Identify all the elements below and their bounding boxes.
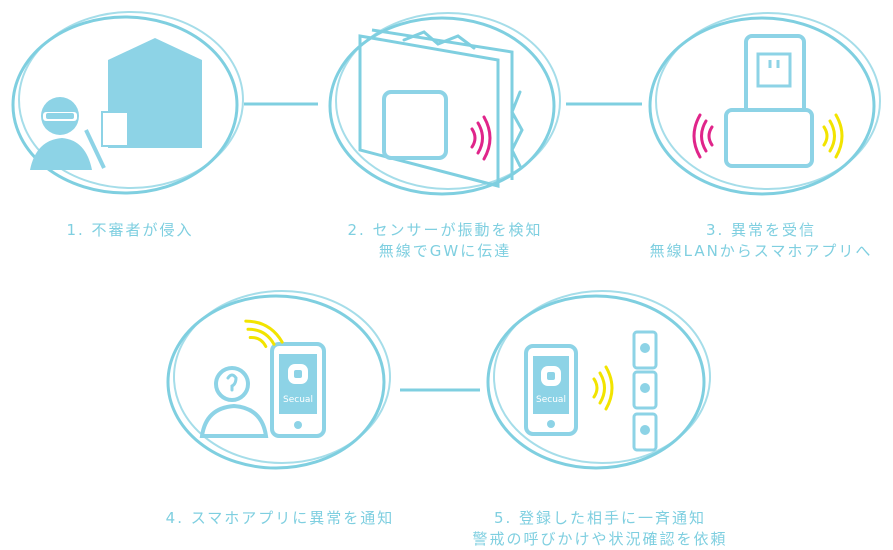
signal-icon-yellow <box>592 365 614 411</box>
step-1-caption: 1. 不審者が侵入 <box>20 220 240 241</box>
step-2-illustration <box>328 12 561 196</box>
user-icon <box>199 366 269 438</box>
step-5-illustration: Secual <box>486 290 711 470</box>
step-3-caption: 3. 異常を受信 無線LANからスマホアプリへ <box>630 220 892 262</box>
step-1-circle <box>11 15 239 195</box>
recipient-phone-3 <box>632 412 658 452</box>
app-label: Secual <box>283 395 313 405</box>
step-5-line-2: 警戒の呼びかけや状況確認を依頼 <box>472 530 728 548</box>
signal-icon-pink <box>470 115 492 161</box>
recipient-phone-icons <box>632 330 658 452</box>
signal-icon-pink <box>692 113 714 159</box>
vibration-icon-side <box>510 90 524 168</box>
sensor-device <box>382 90 448 160</box>
house-icon <box>108 38 202 148</box>
step-4-caption: 4. スマホアプリに異常を通知 <box>135 508 425 529</box>
step-5-caption: 5. 登録した相手に一斉通知 警戒の呼びかけや状況確認を依頼 <box>440 508 760 550</box>
step-3-line-2: 無線LANからスマホアプリへ <box>649 242 873 260</box>
step-3-line-1: 3. 異常を受信 <box>705 221 817 239</box>
recipient-phone-1 <box>632 330 658 370</box>
connector-lines <box>244 102 642 392</box>
step-2-caption: 2. センサーが振動を検知 無線でGWに伝達 <box>320 220 570 262</box>
signal-icon-yellow <box>822 113 844 159</box>
step-2-line-2: 無線でGWに伝達 <box>378 242 512 260</box>
step-5-circle <box>486 294 706 470</box>
window-frame <box>358 34 500 188</box>
step-4-circle <box>166 294 386 470</box>
step-4-line-1: 4. スマホアプリに異常を通知 <box>165 509 395 527</box>
smartphone-icon: Secual <box>524 344 578 436</box>
gateway-device <box>724 108 814 168</box>
smartphone-icon: Secual <box>270 342 326 438</box>
step-2-line-1: 2. センサーが振動を検知 <box>347 221 543 239</box>
step-4-illustration: Secual <box>166 290 391 470</box>
recipient-phone-2 <box>632 370 658 410</box>
step-2-circle <box>328 16 556 196</box>
vibration-icon-top <box>402 30 476 50</box>
app-label: Secual <box>536 395 566 405</box>
step-5-line-1: 5. 登録した相手に一斉通知 <box>493 509 707 527</box>
step-1-line-1: 1. 不審者が侵入 <box>66 221 194 239</box>
intruder-icon <box>30 97 106 170</box>
door-icon <box>101 111 129 147</box>
step-3-circle <box>648 16 876 196</box>
step-1-illustration <box>11 11 244 195</box>
step-3-illustration <box>648 12 881 196</box>
